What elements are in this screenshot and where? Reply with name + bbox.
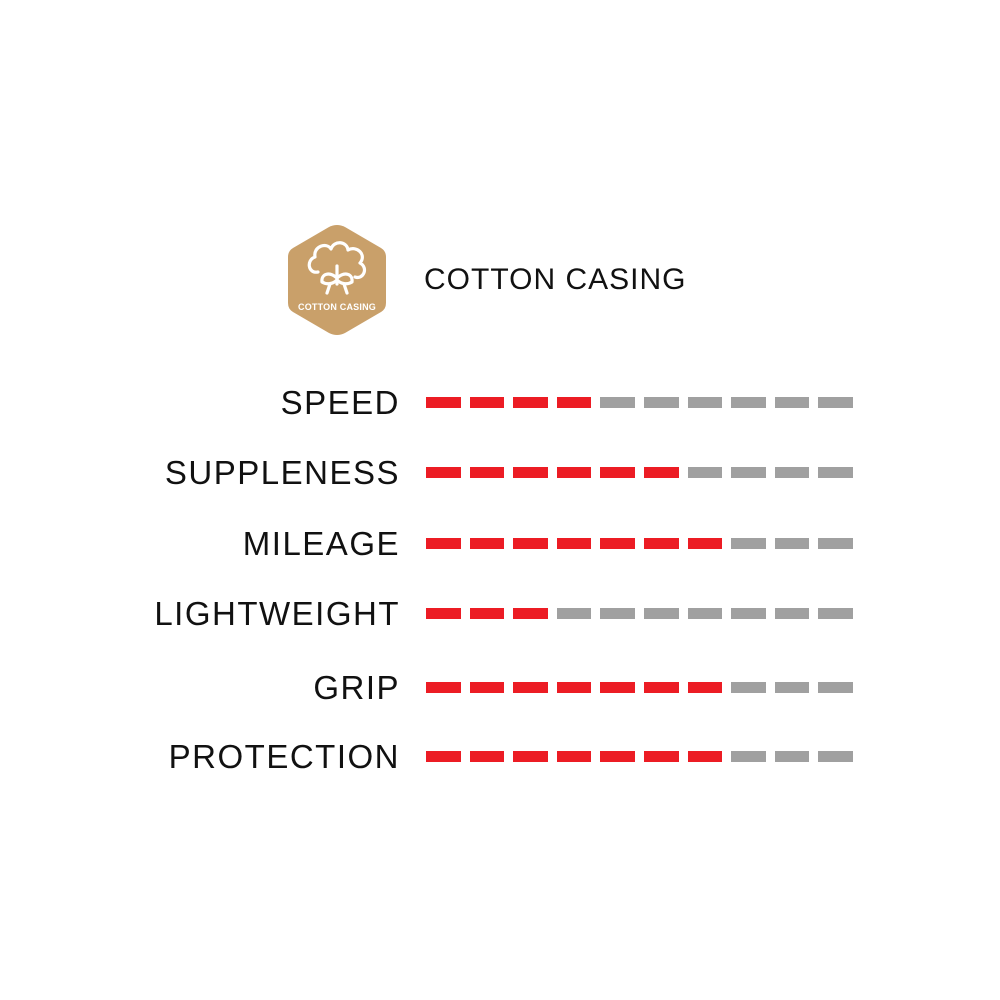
rating-segment-empty — [731, 682, 766, 693]
rating-bar — [426, 751, 853, 762]
rating-label: LIGHTWEIGHT — [154, 595, 400, 632]
rating-segment-empty — [818, 467, 853, 478]
rating-segment-filled — [426, 467, 461, 478]
rating-segment-empty — [818, 608, 853, 619]
rating-segment-empty — [556, 608, 592, 619]
rating-segment-filled — [469, 751, 505, 762]
rating-segment-empty — [774, 608, 810, 619]
rating-segment-empty — [731, 467, 766, 478]
rating-segment-filled — [426, 538, 461, 549]
rating-label: GRIP — [313, 669, 400, 706]
badge-label: COTTON CASING — [298, 302, 376, 312]
rating-segment-empty — [774, 682, 810, 693]
rating-segment-empty — [600, 397, 635, 408]
rating-segment-filled — [513, 608, 548, 619]
rating-row: PROTECTION — [0, 737, 1000, 777]
rating-segment-filled — [643, 751, 679, 762]
rating-segment-empty — [774, 538, 810, 549]
rating-row: SUPPLENESS — [0, 453, 1000, 493]
rating-bar — [426, 608, 853, 619]
cotton-flower-icon: COTTON CASING — [288, 225, 386, 335]
rating-segment-filled — [513, 467, 548, 478]
rating-segment-filled — [469, 538, 505, 549]
rating-segment-filled — [513, 397, 548, 408]
rating-segment-filled — [426, 397, 461, 408]
rating-row: GRIP — [0, 668, 1000, 708]
rating-segment-empty — [687, 397, 723, 408]
rating-label: MILEAGE — [242, 525, 400, 562]
rating-segment-filled — [687, 682, 723, 693]
rating-label: SUPPLENESS — [164, 454, 400, 491]
rating-segment-filled — [556, 751, 592, 762]
rating-row: LIGHTWEIGHT — [0, 594, 1000, 634]
rating-segment-filled — [600, 467, 635, 478]
rating-segment-filled — [643, 467, 679, 478]
rating-row: SPEED — [0, 383, 1000, 423]
rating-segment-filled — [426, 682, 461, 693]
rating-segment-filled — [556, 467, 592, 478]
rating-segment-filled — [556, 538, 592, 549]
rating-segment-filled — [469, 467, 505, 478]
rating-segment-filled — [426, 608, 461, 619]
rating-segment-filled — [600, 682, 635, 693]
rating-segment-empty — [731, 397, 766, 408]
rating-segment-filled — [513, 751, 548, 762]
rating-segment-empty — [774, 467, 810, 478]
rating-segment-empty — [818, 397, 853, 408]
rating-segment-empty — [818, 538, 853, 549]
rating-segment-filled — [687, 538, 723, 549]
rating-segment-empty — [731, 608, 766, 619]
rating-segment-filled — [556, 397, 592, 408]
rating-label: SPEED — [280, 384, 400, 421]
rating-segment-filled — [513, 682, 548, 693]
rating-segment-filled — [426, 751, 461, 762]
rating-label: PROTECTION — [168, 738, 400, 775]
rating-segment-filled — [643, 538, 679, 549]
rating-segment-empty — [731, 538, 766, 549]
cotton-casing-badge: COTTON CASING — [285, 222, 389, 338]
rating-bar — [426, 682, 853, 693]
rating-segment-filled — [556, 682, 592, 693]
rating-segment-filled — [469, 397, 505, 408]
rating-segment-filled — [469, 682, 505, 693]
rating-segment-empty — [600, 608, 635, 619]
rating-segment-filled — [600, 751, 635, 762]
rating-segment-empty — [774, 397, 810, 408]
rating-segment-empty — [818, 682, 853, 693]
rating-segment-empty — [731, 751, 766, 762]
rating-bar — [426, 467, 853, 478]
rating-bar — [426, 538, 853, 549]
rating-segment-empty — [643, 397, 679, 408]
rating-segment-filled — [643, 682, 679, 693]
rating-segment-filled — [600, 538, 635, 549]
rating-segment-empty — [687, 467, 723, 478]
rating-segment-filled — [469, 608, 505, 619]
rating-segment-empty — [643, 608, 679, 619]
rating-segment-filled — [513, 538, 548, 549]
rating-segment-empty — [774, 751, 810, 762]
rating-row: MILEAGE — [0, 524, 1000, 564]
rating-segment-filled — [687, 751, 723, 762]
rating-bar — [426, 397, 853, 408]
rating-segment-empty — [818, 751, 853, 762]
rating-segment-empty — [687, 608, 723, 619]
page-title: COTTON CASING — [424, 263, 687, 296]
